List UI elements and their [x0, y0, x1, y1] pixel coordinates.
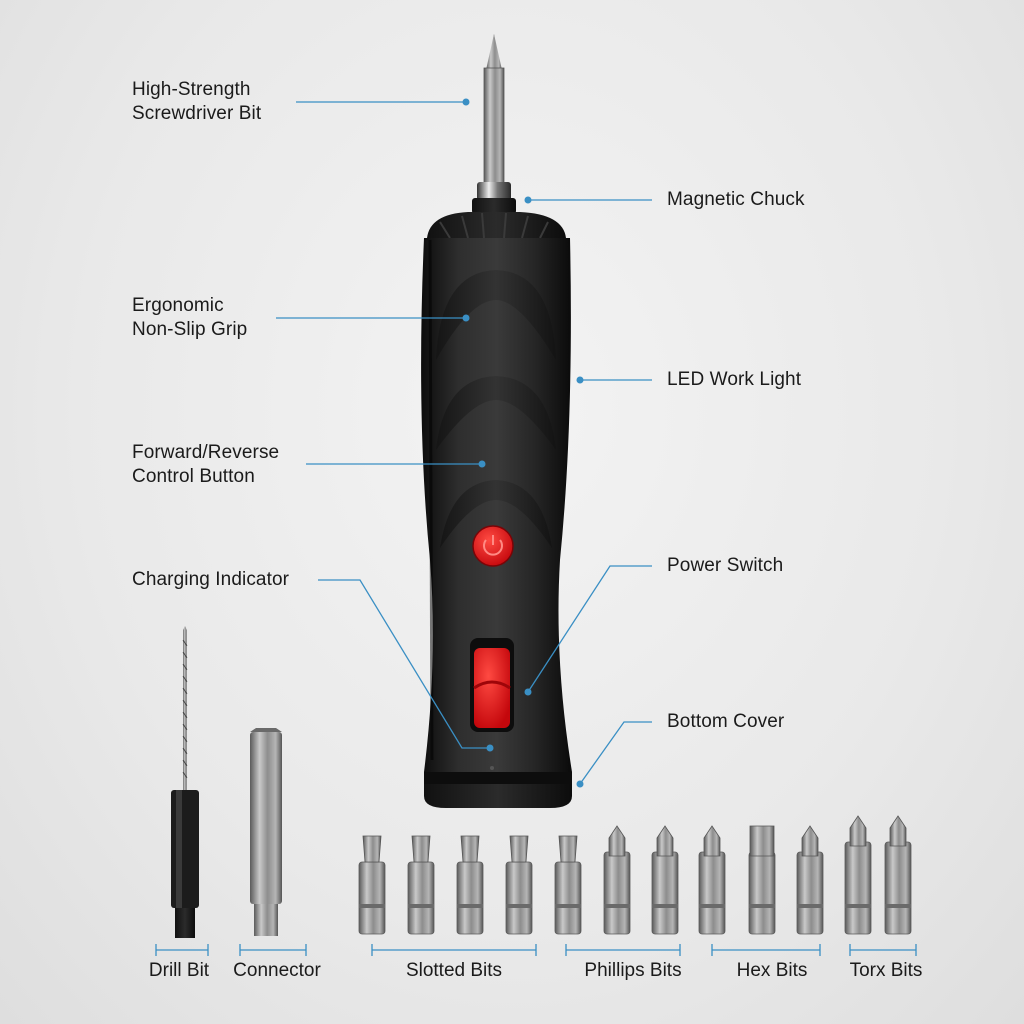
bit-slot-2 — [407, 835, 435, 935]
forward-reverse-button — [472, 525, 514, 567]
bit-phil-7 — [651, 825, 679, 935]
callout-cover: Bottom Cover — [667, 711, 785, 732]
power-switch — [470, 638, 514, 732]
callout-fr-line2: Control Button — [132, 466, 255, 487]
callout-fr-line1: Forward/Reverse — [132, 442, 280, 463]
callout-bit-line2: Screwdriver Bit — [132, 103, 262, 124]
callout-power: Power Switch — [667, 555, 784, 576]
screwdriver — [421, 34, 572, 808]
grip-body — [421, 238, 572, 772]
callout-grip-line1: Ergonomic — [132, 295, 224, 316]
bit-slot-4 — [505, 835, 533, 935]
caption-torx: Torx Bits — [849, 960, 923, 981]
caption-drill-bit: Drill Bit — [148, 960, 210, 981]
callout-chuck: Magnetic Chuck — [667, 189, 805, 210]
bit-hex-8 — [698, 825, 726, 935]
callout-bit-line1: High-Strength — [132, 79, 251, 100]
caption-slotted: Slotted Bits — [405, 960, 503, 981]
drill-bit — [171, 626, 199, 938]
bit-phil-10 — [796, 825, 824, 935]
bit-torx-12 — [884, 815, 912, 935]
callout-grip: Ergonomic Non-Slip Grip — [132, 294, 247, 342]
callout-forward-reverse: Forward/Reverse Control Button — [132, 441, 279, 489]
caption-connector: Connector — [233, 960, 321, 981]
power-symbol-icon — [483, 535, 503, 556]
callout-grip-line2: Non-Slip Grip — [132, 319, 248, 340]
bottom-cover — [424, 772, 572, 808]
magnetic-chuck — [472, 182, 516, 214]
callout-charging: Charging Indicator — [132, 569, 290, 590]
bit-torx-11 — [844, 815, 872, 935]
bit-slot-1 — [358, 835, 386, 935]
caption-phillips: Phillips Bits — [584, 960, 682, 981]
bit-set — [358, 815, 912, 935]
bit-slot-5 — [554, 835, 582, 935]
charging-indicator-light — [490, 766, 494, 770]
connector — [250, 728, 282, 936]
bit-hexbig-9 — [748, 825, 776, 935]
callout-bit: High-Strength Screwdriver Bit — [132, 78, 261, 126]
caption-hex: Hex Bits — [736, 960, 808, 981]
bit-phil-6 — [603, 825, 631, 935]
group-bracket-ticks — [155, 944, 917, 956]
callout-led: LED Work Light — [667, 369, 802, 390]
screwdriver-bit — [483, 34, 505, 187]
leader-dots — [462, 98, 584, 788]
bit-slot-3 — [456, 835, 484, 935]
leader-lines — [156, 101, 916, 951]
